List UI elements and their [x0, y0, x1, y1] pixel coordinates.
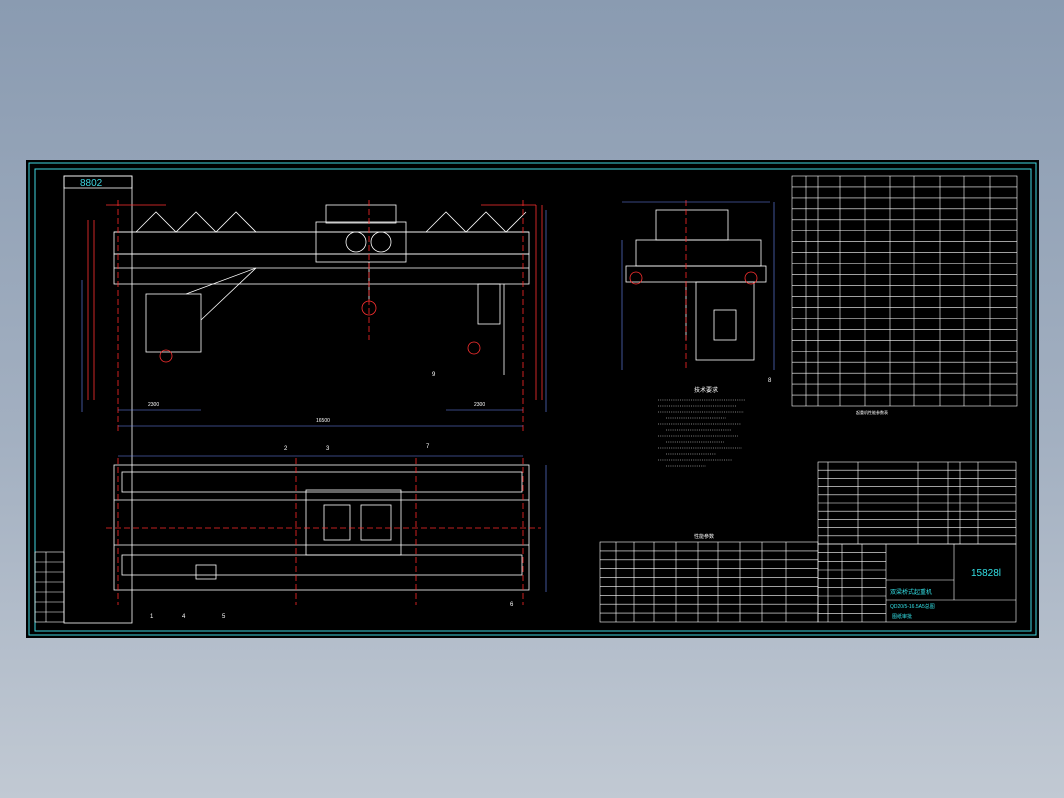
balloon-5: 5 [222, 614, 226, 620]
balloon-labels: 2 3 7 9 8 1 4 5 6 [150, 372, 772, 620]
balloon-1: 1 [150, 614, 154, 620]
revision-block [34, 551, 65, 623]
front-left-dim: 2300 [148, 402, 159, 408]
parts-list [817, 461, 1017, 545]
balloon-3: 3 [326, 446, 330, 452]
technical-notes: 技术要求 [658, 386, 746, 467]
balloon-2: 2 [284, 446, 288, 452]
side-view [621, 200, 775, 370]
balloon-9: 9 [432, 372, 436, 378]
drawing-canvas: 8802 [28, 162, 1037, 636]
balloon-6: 6 [510, 602, 514, 608]
cad-drawing-sheet: 8802 [26, 160, 1039, 638]
front-center-dim: 16500 [316, 418, 330, 424]
front-right-dim: 2300 [474, 402, 485, 408]
title-line-1: 双梁桥式起重机 [890, 588, 932, 596]
plan-view [106, 455, 547, 605]
parameter-table-caption: 性能参数 [694, 533, 714, 540]
performance-table: 起重机性能参数表 [791, 175, 1018, 415]
right-wall [481, 204, 543, 400]
title-block: 15828l 双梁桥式起重机 QD20/5-16.5A5总图 图纸审批 [817, 543, 1017, 623]
drawing-number: 15828l [971, 568, 1001, 579]
inner-frame [34, 168, 1032, 632]
balloon-4: 4 [182, 614, 186, 620]
left-wall [87, 204, 166, 400]
front-view: 16500 2300 2300 [81, 200, 547, 432]
balloon-8: 8 [768, 378, 772, 384]
balloon-7: 7 [426, 444, 430, 450]
performance-table-caption: 起重机性能参数表 [856, 409, 888, 415]
approval-word: 图纸审批 [892, 613, 912, 620]
parameter-table: 性能参数 [599, 533, 819, 623]
notes-heading: 技术要求 [694, 386, 718, 394]
header-tag-text: 8802 [80, 178, 103, 189]
title-line-2: QD20/5-16.5A5总图 [890, 603, 935, 610]
header-tag: 8802 [63, 175, 133, 624]
outer-frame [28, 162, 1037, 636]
